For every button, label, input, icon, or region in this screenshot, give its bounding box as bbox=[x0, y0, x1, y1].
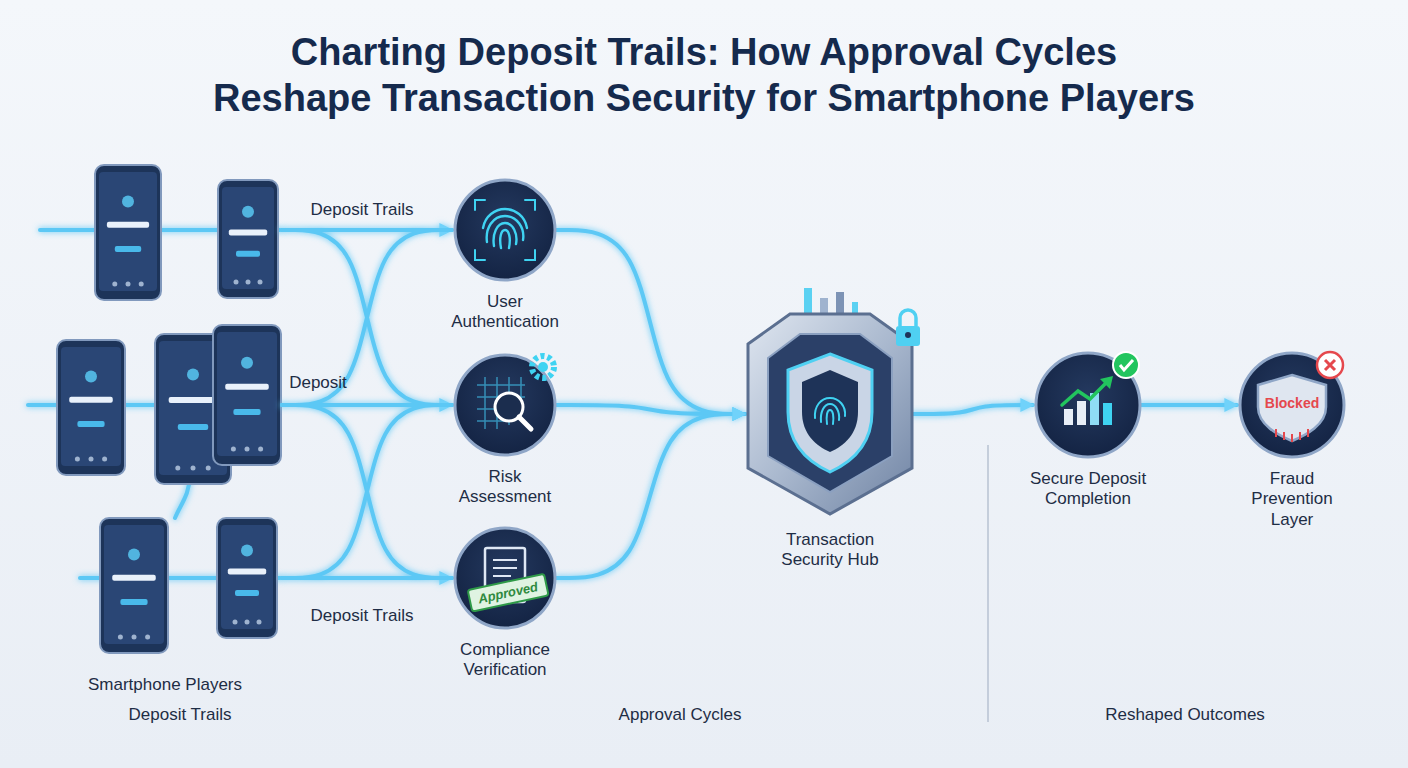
node-label: Fraud Prevention Layer bbox=[1237, 469, 1347, 530]
phone-icon bbox=[57, 340, 125, 475]
circle-outline bbox=[445, 524, 565, 632]
diagram-title: Charting Deposit Trails: How Approval Cy… bbox=[79, 30, 1329, 121]
circle-outline bbox=[1003, 349, 1173, 461]
node-label: User Authentication bbox=[440, 292, 570, 333]
player-group: Smartphone Players bbox=[48, 160, 282, 695]
process-circle: Secure Deposit Completion bbox=[1003, 349, 1173, 510]
process-circle: User Authentication bbox=[435, 176, 575, 333]
node-label: Transaction Security Hub bbox=[770, 530, 890, 571]
flow-connector bbox=[282, 230, 452, 405]
edge-label: Deposit Trails bbox=[311, 200, 414, 220]
edge-label: Deposit Trails bbox=[311, 606, 414, 626]
section-divider bbox=[987, 445, 989, 722]
flow-connector bbox=[282, 405, 452, 578]
phone-icon bbox=[217, 518, 277, 638]
flow-connector bbox=[282, 405, 452, 578]
phone-icon bbox=[100, 518, 168, 653]
blocked-tag: Blocked bbox=[1265, 395, 1319, 412]
circle-outline bbox=[435, 176, 575, 284]
flow-connector bbox=[555, 230, 745, 414]
hub-shield bbox=[730, 282, 930, 522]
phone-icon bbox=[218, 180, 278, 298]
phone-icon bbox=[95, 165, 161, 300]
process-circle: Risk Assessment bbox=[445, 351, 565, 508]
node-label: Risk Assessment bbox=[450, 467, 560, 508]
process-circle: Compliance Verification bbox=[445, 524, 565, 681]
security-hub: Transaction Security Hub bbox=[730, 282, 930, 571]
smartphone-illustrations bbox=[57, 165, 281, 653]
node-label: Secure Deposit Completion bbox=[1008, 469, 1168, 510]
node-label: Smartphone Players bbox=[88, 675, 242, 695]
section-label: Reshaped Outcomes bbox=[1105, 705, 1265, 725]
section-label: Approval Cycles bbox=[619, 705, 742, 725]
title-band: Charting Deposit Trails: How Approval Cy… bbox=[0, 30, 1408, 121]
flow-connector bbox=[555, 414, 745, 578]
process-circle: Fraud Prevention Layer bbox=[1232, 349, 1352, 530]
flow-connector bbox=[282, 230, 452, 405]
phone-icon bbox=[213, 325, 281, 465]
node-label: Compliance Verification bbox=[450, 640, 560, 681]
flow-connector bbox=[912, 405, 1033, 414]
section-label: Deposit Trails bbox=[129, 705, 232, 725]
edge-label: Deposit bbox=[289, 373, 347, 393]
flow-connector bbox=[1140, 403, 1237, 407]
circle-outline bbox=[445, 351, 565, 459]
